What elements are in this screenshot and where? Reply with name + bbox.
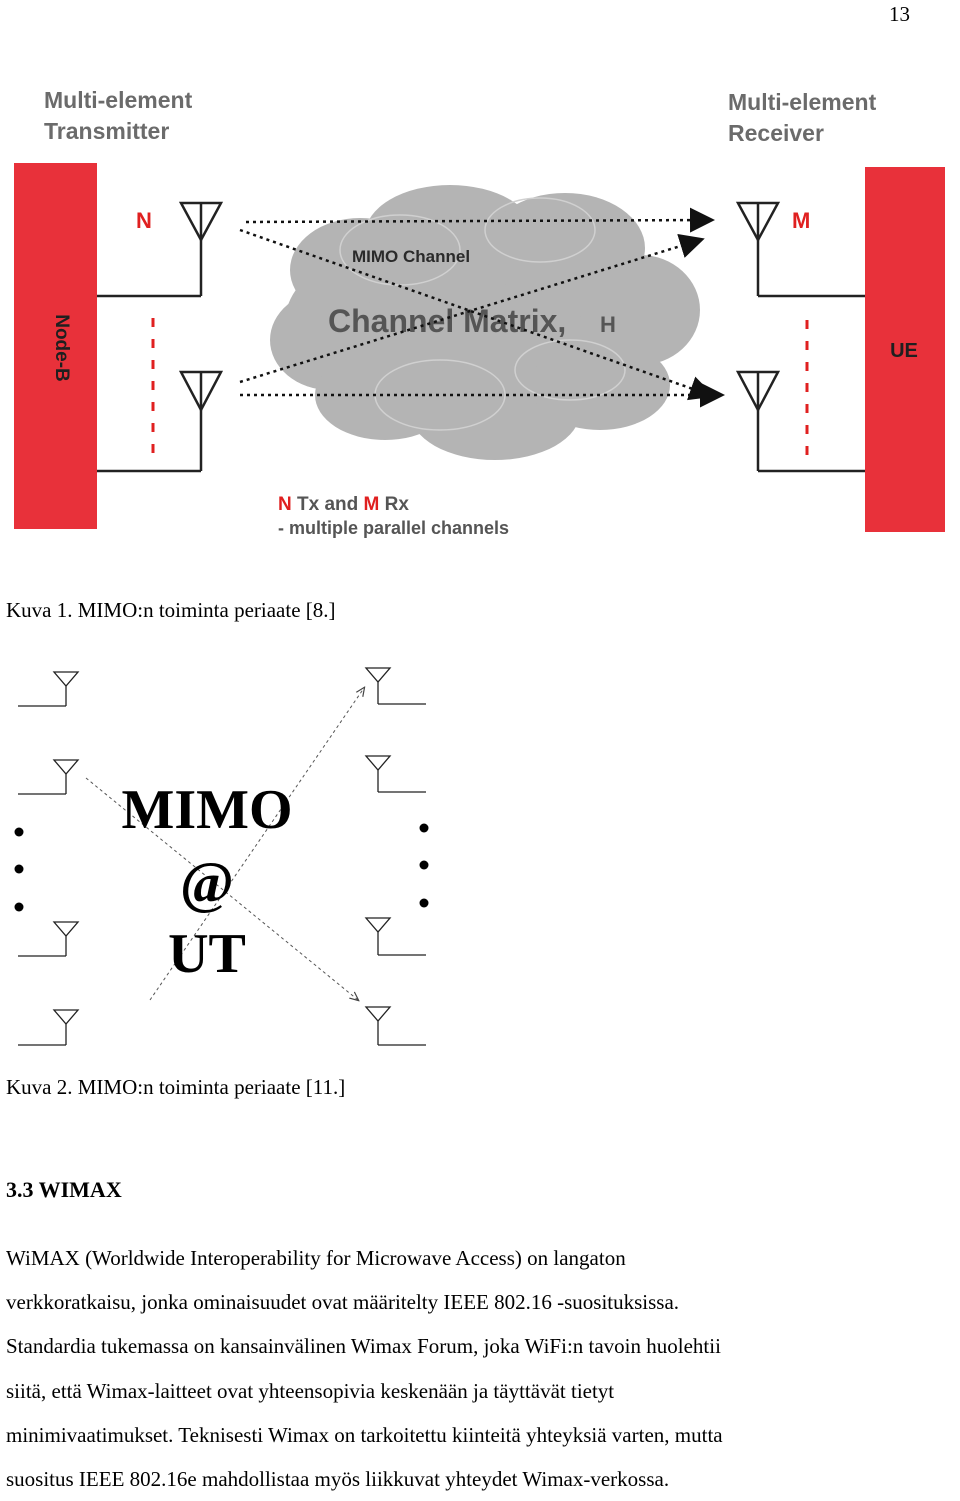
ut-title: UT <box>168 923 246 985</box>
paragraph-line: verkkoratkaisu, jonka ominaisuudet ovat … <box>6 1290 680 1315</box>
mimo-channel-title: MIMO Channel <box>352 247 470 266</box>
channel-matrix-symbol: H <box>600 312 616 337</box>
left-antennas <box>18 671 80 1046</box>
legend-line1: N Tx and M Rx <box>278 494 409 515</box>
mimo-at-ut-diagram: MIMO @ UT <box>14 667 429 1046</box>
tx-antennas <box>97 201 224 473</box>
ellipsis-dots <box>14 823 429 912</box>
channel-matrix-label: Channel Matrix, <box>328 303 566 339</box>
tx-count-label: N <box>136 208 152 233</box>
wimax-paragraph: WiMAX (Worldwide Interoperability for Mi… <box>6 1236 926 1501</box>
node-b-label: Node-B <box>51 314 72 382</box>
paragraph-line: suositus IEEE 802.16e mahdollistaa myös … <box>6 1467 670 1492</box>
diagonal-paths <box>85 688 364 1000</box>
right-antennas <box>364 667 426 1046</box>
figure2-caption: Kuva 2. MIMO:n toiminta periaate [11.] <box>6 1075 346 1099</box>
at-sign: @ <box>180 850 234 915</box>
ue-label: UE <box>890 340 918 362</box>
rx-count-label: M <box>792 208 810 233</box>
section-heading: 3.3 WIMAX <box>6 1177 122 1202</box>
transmitter-label-line2: Transmitter <box>44 118 169 144</box>
ue-block <box>865 167 945 532</box>
mimo-title: MIMO <box>121 779 292 841</box>
rx-antennas <box>735 201 865 473</box>
transmitter-label-line1: Multi-element <box>44 87 193 113</box>
receiver-label-line2: Receiver <box>728 120 824 146</box>
figure1-caption: Kuva 1. MIMO:n toiminta periaate [8.] <box>6 598 336 622</box>
legend-line2: - multiple parallel channels <box>278 518 509 538</box>
channel-cloud <box>270 185 700 460</box>
page-number: 13 <box>889 2 910 26</box>
receiver-label-line1: Multi-element <box>728 89 877 115</box>
node-b-block <box>14 163 97 529</box>
mimo-channel-diagram: Multi-element Transmitter Multi-element … <box>14 87 945 538</box>
paragraph-line: WiMAX (Worldwide Interoperability for Mi… <box>6 1246 626 1270</box>
paragraph-line: siitä, että Wimax-laitteet ovat yhteenso… <box>6 1378 615 1403</box>
paragraph-line: Standardia tukemassa on kansainvälinen W… <box>6 1334 721 1359</box>
channel-paths <box>239 207 725 408</box>
paragraph-line: minimivaatimukset. Teknisesti Wimax on t… <box>6 1422 723 1447</box>
